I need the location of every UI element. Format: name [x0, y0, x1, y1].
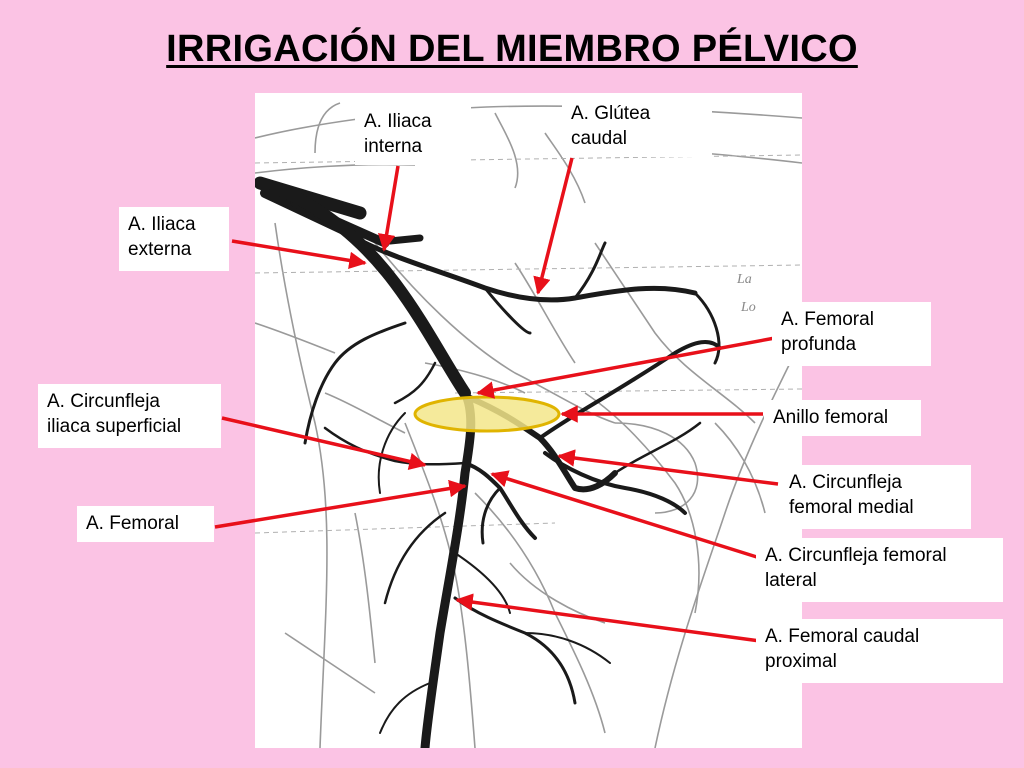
pointer-arrows: [214, 157, 779, 643]
label-glutea-caudal: A. Glútea caudal: [562, 96, 712, 157]
lateral-mark-1: La: [736, 272, 752, 287]
arrow-circunfleja-femoral-lateral: [490, 470, 761, 560]
arrow-glutea-caudal: [533, 157, 574, 295]
page-title: IRRIGACIÓN DEL MIEMBRO PÉLVICO: [166, 28, 858, 70]
arrow-femoral: [214, 479, 467, 529]
label-anillo-femoral: Anillo femoral: [764, 400, 921, 436]
label-circunfleja-iliaca-superficial: A. Circunfleja iliaca superficial: [38, 384, 221, 448]
label-femoral-caudal-proximal: A. Femoral caudal proximal: [756, 619, 1003, 683]
arrow-circunfleja-iliaca-superficial: [221, 416, 427, 470]
label-iliaca-externa: A. Iliaca externa: [119, 207, 229, 271]
arrow-iliaca-interna: [377, 165, 400, 252]
lateral-mark-2: Lo: [740, 300, 756, 315]
arrow-femoral-profunda: [476, 336, 776, 399]
arrow-femoral-caudal-proximal: [455, 593, 761, 643]
arrow-iliaca-externa: [231, 239, 367, 270]
femoral-ring-highlight: [413, 395, 561, 433]
arteries: [255, 176, 722, 748]
label-circunfleja-femoral-lateral: A. Circunfleja femoral lateral: [756, 538, 1003, 602]
label-iliaca-interna: A. Iliaca interna: [355, 104, 471, 165]
arrow-circunfleja-femoral-medial: [557, 449, 779, 486]
label-circunfleja-femoral-medial: A. Circunfleja femoral medial: [780, 465, 971, 529]
dashed-guides: [255, 154, 802, 534]
label-femoral-profunda: A. Femoral profunda: [772, 302, 931, 366]
label-femoral: A. Femoral: [77, 506, 214, 542]
